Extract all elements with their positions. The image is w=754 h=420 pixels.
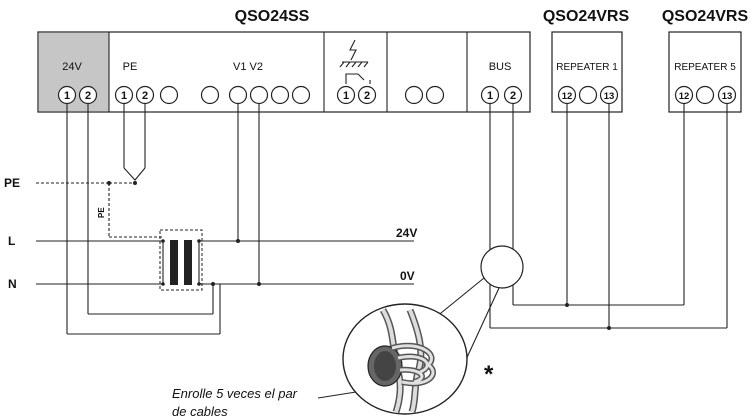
label-24v-line: 24V [396, 226, 417, 240]
terminal-relay-1: 1 [336, 85, 356, 105]
terminal-empty [200, 85, 220, 105]
terminal-empty [578, 85, 598, 105]
terminal-r1-13: 13 [599, 85, 619, 105]
repeater1-title: QSO24VRS [543, 8, 630, 25]
terminal-r5-12: 12 [674, 85, 694, 105]
svg-text:13: 13 [722, 91, 733, 102]
ferrite-detail [342, 303, 468, 415]
svg-text:1: 1 [343, 90, 349, 102]
label-pe: PE [123, 61, 138, 73]
repeater1-label: REPEATER 1 [556, 62, 618, 73]
label-24v: 24V [62, 61, 82, 73]
terminal-pe-2: 2 [135, 85, 155, 105]
relay-contact-icon [345, 73, 371, 84]
note-line-1: Enrolle 5 veces el par [172, 386, 298, 401]
l-label: L [8, 234, 15, 248]
repeater5-label: REPEATER 5 [674, 62, 736, 73]
main-unit-title: QSO24SS [235, 8, 310, 25]
pe-wiring: PE [36, 104, 163, 238]
svg-text:2: 2 [364, 90, 370, 102]
terminal-24v-1: 1 [57, 85, 77, 105]
terminal-v1 [228, 85, 248, 105]
terminal-empty [425, 85, 445, 105]
svg-text:12: 12 [679, 91, 690, 102]
repeater5-title: QSO24VRS [662, 8, 749, 25]
power-feed-wiring [66, 104, 221, 335]
asterisk: * [484, 361, 494, 388]
terminal-relay-2: 2 [357, 85, 377, 105]
terminal-empty [695, 85, 715, 105]
label-v1-v2: V1 V2 [233, 61, 263, 73]
note-line-2: de cables [172, 404, 228, 419]
terminal-24v-2: 2 [78, 85, 98, 105]
terminal-bus-1: 1 [480, 85, 500, 105]
terminal-r5-13: 13 [717, 85, 737, 105]
terminal-empty [404, 85, 424, 105]
pe-label: PE [4, 176, 20, 190]
repeater-5: REPEATER 5 12 13 [668, 31, 742, 113]
svg-text:1: 1 [121, 90, 127, 102]
bus-wiring [489, 104, 728, 330]
terminal-empty [270, 85, 290, 105]
svg-text:2: 2 [142, 90, 148, 102]
label-bus: BUS [489, 61, 512, 73]
svg-text:1: 1 [487, 90, 493, 102]
svg-text:1: 1 [64, 90, 70, 102]
secondary-lines: 24V 0V [199, 104, 417, 286]
terminal-v2 [249, 85, 269, 105]
ferrite-ring [480, 245, 524, 289]
terminal-r1-12: 12 [557, 85, 577, 105]
terminal-pe-1: 1 [114, 85, 134, 105]
terminal-empty [291, 85, 311, 105]
svg-text:12: 12 [562, 91, 573, 102]
lightning-ground-icon [339, 39, 369, 68]
repeater-1: REPEATER 1 12 13 [551, 31, 623, 113]
main-unit: 24V PE V1 V2 BUS 1 2 1 2 1 2 [37, 31, 531, 113]
mains-lines [36, 240, 163, 285]
svg-text:2: 2 [510, 90, 516, 102]
terminal-bus-2: 2 [503, 85, 523, 105]
pe-vertical-label: PE [97, 207, 106, 218]
transformer [159, 229, 203, 291]
svg-text:13: 13 [604, 91, 615, 102]
n-label: N [8, 277, 17, 291]
svg-text:2: 2 [85, 90, 91, 102]
terminal-empty [159, 85, 179, 105]
label-0v-line: 0V [400, 269, 415, 283]
